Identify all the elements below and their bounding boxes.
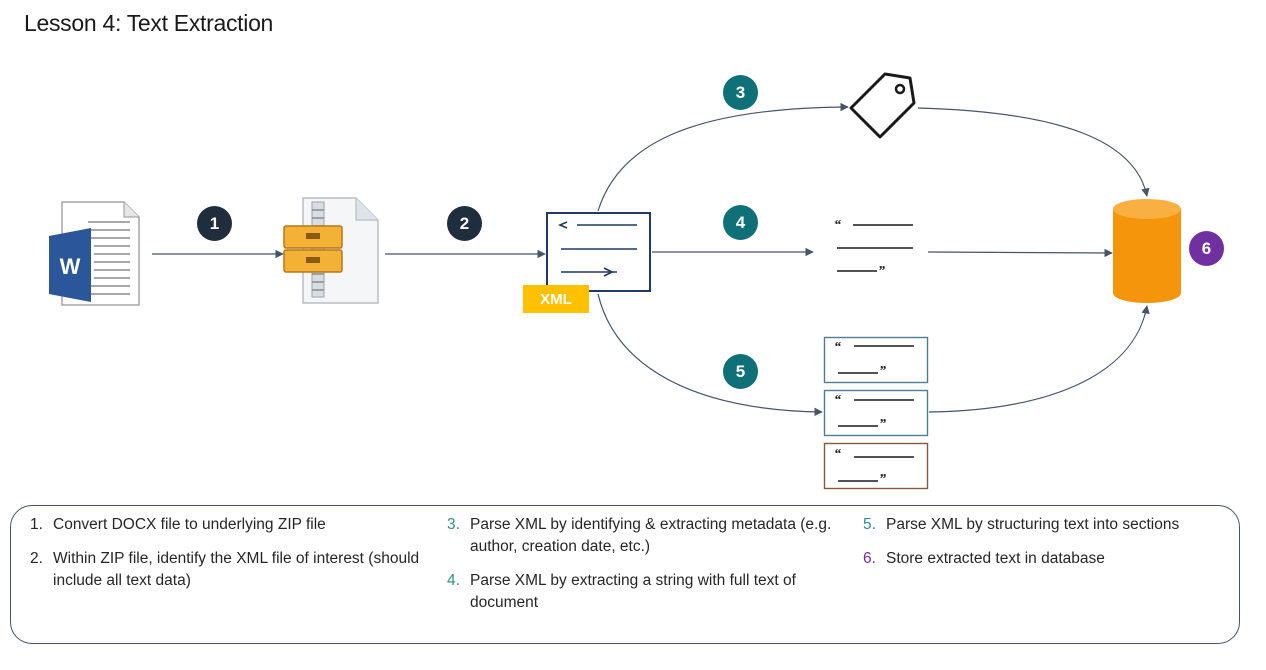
close-quote: ” [879,472,886,487]
arrow-3 [597,102,849,212]
arrow-5-db [928,305,1150,413]
arrow-3-db [917,107,1150,197]
text-string-icon [837,224,913,272]
xml-file-icon [546,212,651,292]
legend-number: 6. [863,550,876,567]
close-quote: ” [879,417,886,432]
section-box [823,442,929,490]
legend-text: Parse XML by identifying & extracting me… [470,516,832,555]
step-5-marker: 5 [723,354,758,389]
arrow-4-db [927,248,1113,258]
page-title: Lesson 4: Text Extraction [24,10,274,36]
legend-number: 3. [447,516,460,533]
legend-panel [10,505,1240,644]
legend-number: 5. [863,516,876,533]
legend-number: 1. [30,516,43,533]
section-box [823,336,929,384]
legend-item: 6. Store extracted text in database [863,548,1233,570]
open-quote: “ [834,218,841,233]
xml-tag: XML [523,285,589,313]
database-icon [1113,199,1181,303]
tag-icon [849,72,916,139]
step-2-marker: 2 [447,206,482,241]
legend-number: 4. [447,572,460,589]
close-quote: ” [878,264,885,279]
legend-text: Within ZIP file, identify the XML file o… [53,550,420,589]
zip-archive-icon [283,197,379,304]
legend-number: 2. [30,550,43,567]
svg-text:W: W [60,254,81,279]
legend-text: Parse XML by structuring text into secti… [886,516,1180,533]
open-quote: “ [834,393,841,408]
step-6-marker: 6 [1189,231,1224,266]
legend-text: Convert DOCX file to underlying ZIP file [53,516,326,533]
word-document-icon: W [49,201,140,306]
open-quote: “ [834,340,841,355]
legend-item: 3. Parse XML by identifying & extracting… [447,514,839,558]
legend-item: 2. Within ZIP file, identify the XML fil… [30,548,420,592]
step-4-marker: 4 [723,205,758,240]
legend-item: 5. Parse XML by structuring text into se… [863,514,1233,536]
arrow-5 [597,293,823,417]
legend-text: Store extracted text in database [886,550,1105,567]
legend-item: 1. Convert DOCX file to underlying ZIP f… [30,514,410,536]
step-1-marker: 1 [197,206,232,241]
close-quote: ” [879,364,886,379]
section-box [823,389,929,437]
legend-item: 4. Parse XML by extracting a string with… [447,570,847,614]
open-quote: “ [834,447,841,462]
legend-text: Parse XML by extracting a string with fu… [470,572,796,611]
step-3-marker: 3 [723,75,758,110]
